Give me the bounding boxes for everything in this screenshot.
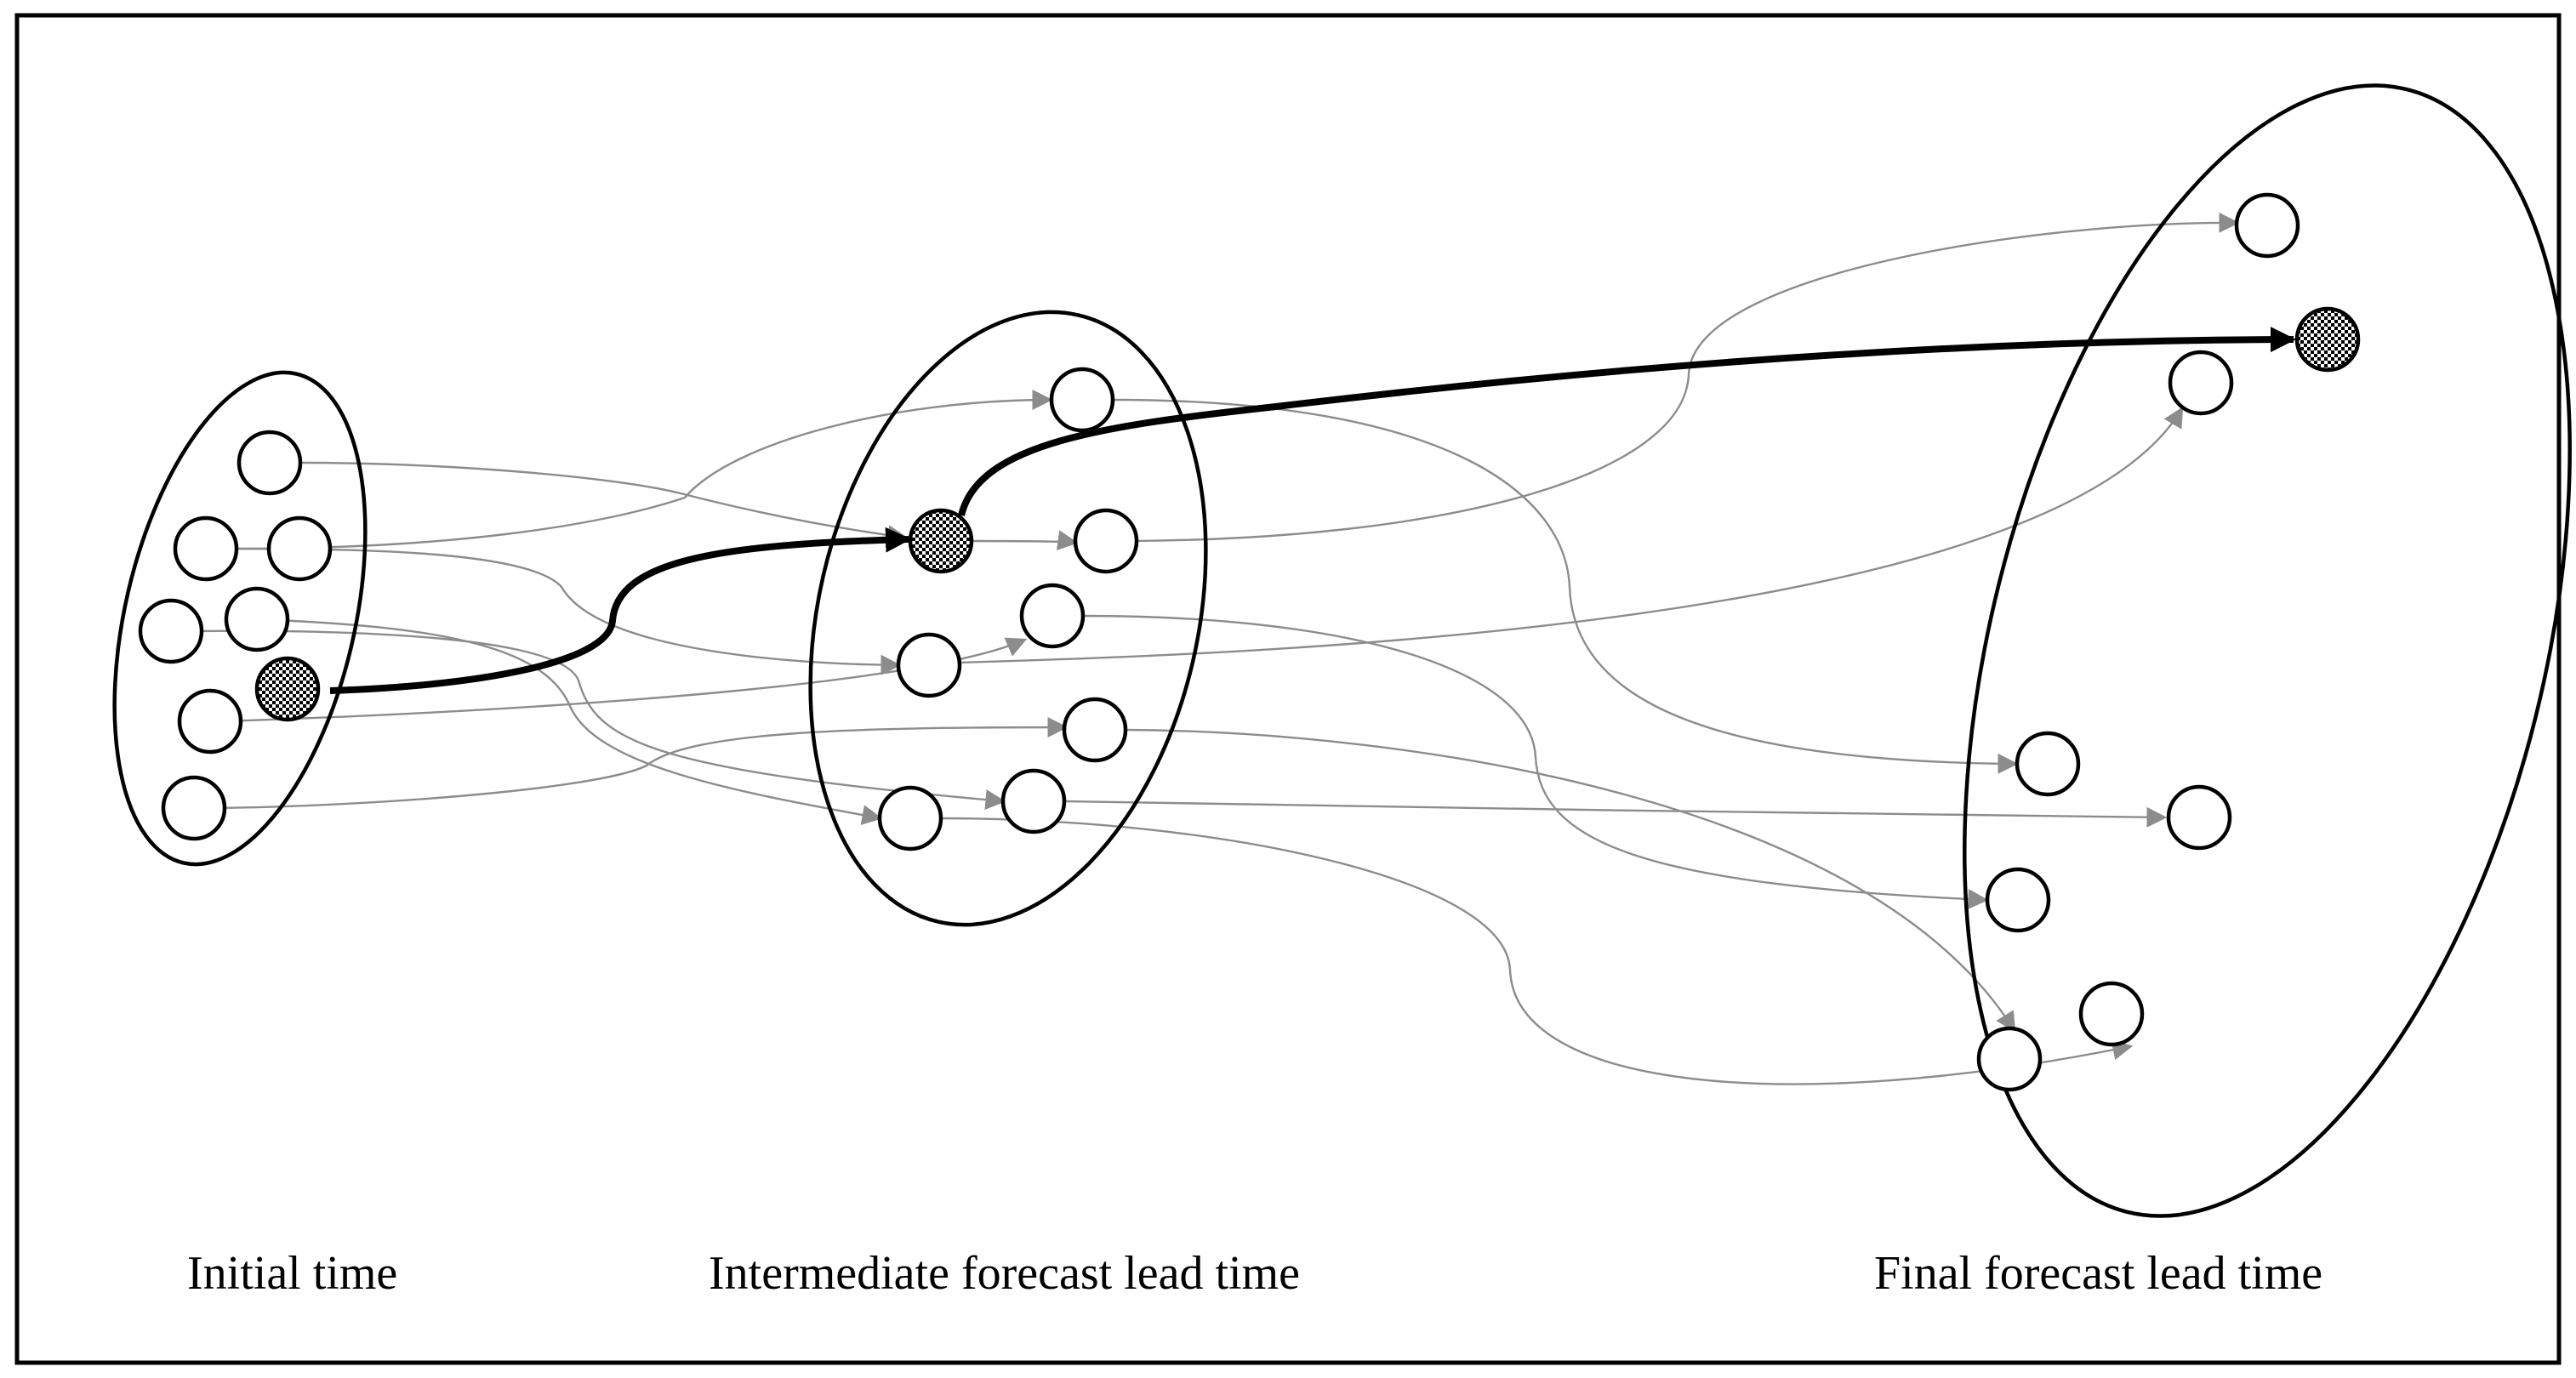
ensemble-member	[1019, 583, 1086, 649]
trajectory-line	[939, 817, 2134, 1085]
highlighted-trajectory-segment-2	[958, 327, 2296, 516]
initial-time-label: Initial time	[187, 1247, 397, 1300]
ensemble-member	[1073, 508, 1139, 574]
ensemble-member	[224, 586, 290, 652]
trajectory-line	[191, 629, 1006, 811]
ensemble-member	[1062, 697, 1128, 763]
highlighted-trajectory-segment-1	[329, 527, 911, 694]
trajectory-line	[1081, 614, 1989, 910]
ensemble-member	[2166, 784, 2232, 851]
ensemble-member	[161, 775, 227, 841]
ensemble-member	[2168, 350, 2234, 416]
trajectory-line	[1115, 212, 2240, 543]
ensemble-member	[2015, 731, 2081, 797]
ensemble-member	[237, 430, 303, 496]
ensemble-member	[877, 785, 943, 851]
final-members	[1976, 192, 2361, 1092]
ensemble-member	[1985, 867, 2051, 933]
trajectory-line	[971, 530, 1079, 551]
highlighted-member	[2294, 306, 2361, 373]
trajectory-line	[193, 717, 1069, 810]
initial-members	[138, 430, 333, 841]
trajectory-line	[301, 461, 909, 546]
ensemble-member	[2234, 192, 2300, 259]
trajectory-line	[253, 618, 883, 825]
highlighted-member	[908, 508, 974, 574]
ensemble-member	[896, 632, 962, 698]
ensemble-member	[173, 515, 239, 582]
trajectory-line	[932, 406, 2184, 665]
ensemble-member	[1000, 768, 1067, 834]
ensemble-member	[138, 598, 204, 664]
ensemble-member	[2078, 981, 2145, 1047]
member-trajectories	[191, 212, 2240, 1085]
trajectory-line	[1111, 398, 2019, 774]
final-ensemble	[1963, 83, 2572, 1218]
intermediate-lead-time-label: Intermediate forecast lead time	[709, 1247, 1300, 1300]
final-lead-time-label: Final forecast lead time	[1874, 1247, 2322, 1300]
intermediate-members	[877, 367, 1139, 851]
highlighted-trajectory	[329, 327, 2296, 694]
ensemble-member	[266, 515, 333, 582]
highlighted-member	[254, 656, 321, 722]
trajectory-line	[1124, 728, 2016, 1034]
ensemble-member	[1976, 1026, 2043, 1092]
ensemble-member	[1049, 367, 1115, 433]
intermediate-ensemble	[808, 310, 1208, 927]
initial-time-ensemble	[112, 370, 368, 867]
ensemble-member	[177, 688, 243, 754]
figure-frame	[14, 13, 2562, 1365]
trajectory-line	[202, 547, 902, 675]
trajectory-line	[1065, 800, 2168, 828]
